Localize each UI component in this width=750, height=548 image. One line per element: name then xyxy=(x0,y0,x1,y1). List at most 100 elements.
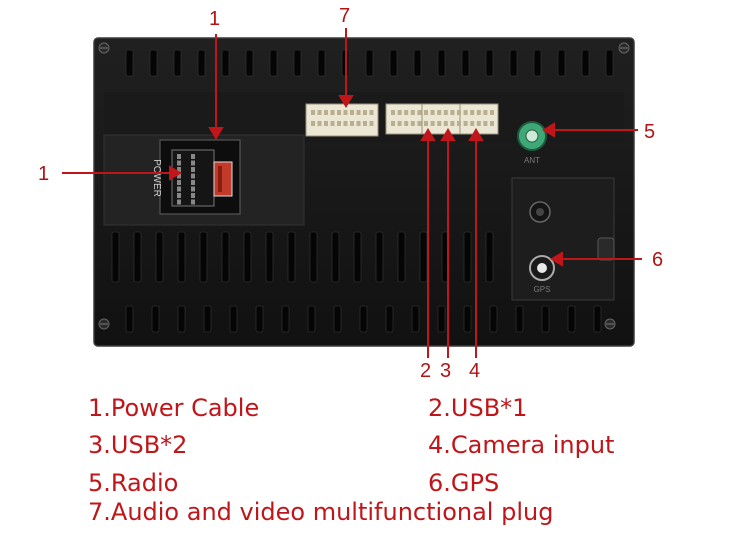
connector-pin xyxy=(369,110,374,115)
connector-pin xyxy=(177,186,181,192)
connector-pin xyxy=(350,110,354,115)
connector-pin xyxy=(430,110,435,115)
power-label: POWER xyxy=(151,159,162,197)
vent-slot xyxy=(221,49,230,77)
vent-slot xyxy=(197,49,206,77)
power-connector: POWER xyxy=(151,139,241,215)
vent-slot xyxy=(245,49,254,77)
vent-slots-top xyxy=(125,49,614,77)
screw-icon xyxy=(98,318,110,330)
legend-item-usb2: 3.USB*2 xyxy=(88,431,188,459)
connector-pin xyxy=(363,110,367,115)
connector-pin xyxy=(450,121,455,126)
vent-slot xyxy=(265,231,274,283)
vent-slot xyxy=(389,49,398,77)
vent-slot xyxy=(541,305,550,333)
vent-slot xyxy=(593,305,602,333)
connector-pin xyxy=(463,110,468,115)
vent-slot xyxy=(203,305,212,333)
connector-pin xyxy=(430,121,435,126)
vent-slot xyxy=(243,231,252,283)
callout-number: 5 xyxy=(644,121,655,143)
gps-label: GPS xyxy=(534,285,551,294)
connector-pin xyxy=(391,110,395,115)
connector-pin xyxy=(191,154,195,159)
vent-slot xyxy=(173,49,182,77)
connector-pin xyxy=(177,173,181,179)
vent-slot xyxy=(133,231,142,283)
vent-slot xyxy=(229,305,238,333)
connector-pin xyxy=(191,160,195,166)
vent-slot xyxy=(281,305,290,333)
connector-pin xyxy=(490,121,494,126)
vent-slot xyxy=(365,49,374,77)
vent-slot xyxy=(353,231,362,283)
connector-pin xyxy=(476,121,481,126)
legend-item-gps: 6.GPS xyxy=(428,469,500,497)
vent-slot xyxy=(411,305,420,333)
connector-pin xyxy=(457,110,461,115)
connector-pin xyxy=(391,121,395,126)
connector-pin xyxy=(450,110,455,115)
vent-slot xyxy=(125,305,134,333)
connector-pin xyxy=(191,167,195,172)
connector-pin xyxy=(417,110,422,115)
vent-slot xyxy=(287,231,296,283)
vent-slot xyxy=(419,231,428,283)
vent-slot xyxy=(149,49,158,77)
vent-slot xyxy=(413,49,422,77)
connector-pin xyxy=(177,180,181,185)
vent-slot xyxy=(375,231,384,283)
connector-pin xyxy=(476,110,481,115)
vent-slot xyxy=(533,49,542,77)
antenna-bracket xyxy=(597,237,615,261)
auxiliary-jack xyxy=(529,201,551,223)
connector-pin xyxy=(443,110,448,115)
vent-slot xyxy=(437,305,446,333)
radio-antenna-jack: ANT xyxy=(517,121,547,165)
connector-pin xyxy=(424,110,428,115)
connector-pin xyxy=(343,110,348,115)
connector-pin xyxy=(317,121,322,126)
vent-slot xyxy=(151,305,160,333)
vent-slot xyxy=(485,231,494,283)
vent-slot xyxy=(461,49,470,77)
connector-pin xyxy=(424,121,428,126)
screw-icon xyxy=(98,42,110,54)
screw-icon xyxy=(618,42,630,54)
vent-slot xyxy=(221,231,230,283)
vent-slot xyxy=(125,49,134,77)
connector-pin xyxy=(177,193,181,198)
connector-pin xyxy=(417,121,422,126)
connector-pin xyxy=(404,110,409,115)
connector-pin xyxy=(443,121,448,126)
connector-pin xyxy=(317,110,322,115)
connector-pin xyxy=(410,110,415,115)
callout-number: 3 xyxy=(440,360,451,382)
legend-item-usb1: 2.USB*1 xyxy=(428,394,528,422)
vent-slot xyxy=(269,49,278,77)
callout-lines xyxy=(62,28,642,358)
vent-slot xyxy=(509,49,518,77)
vent-slot xyxy=(177,305,186,333)
connector-pin xyxy=(177,167,181,172)
connector-pin xyxy=(177,160,181,166)
vent-slot xyxy=(199,231,208,283)
vent-slot xyxy=(359,305,368,333)
vent-slot xyxy=(489,305,498,333)
vent-slot xyxy=(463,305,472,333)
vent-slot xyxy=(385,305,394,333)
connector-pin xyxy=(330,110,335,115)
connector-pin xyxy=(356,110,361,115)
vent-slot xyxy=(557,49,566,77)
connector-pin xyxy=(397,121,402,126)
connector-pin xyxy=(177,199,181,205)
connector-pin xyxy=(337,121,341,126)
vent-slot xyxy=(581,49,590,77)
connector-pin xyxy=(350,121,354,126)
vent-slot xyxy=(333,305,342,333)
usb-camera-connector-block xyxy=(385,103,499,135)
connector-pin xyxy=(369,121,374,126)
vent-slot xyxy=(485,49,494,77)
